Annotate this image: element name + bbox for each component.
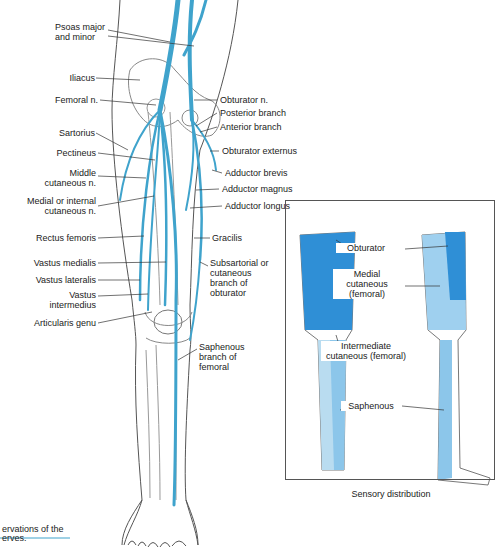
region-label: Obturator	[336, 243, 396, 253]
leader-line	[98, 280, 140, 281]
leg-outline	[112, 0, 142, 545]
leader-line	[190, 206, 222, 208]
inset-panel: ObturatorMedial cutaneous (femoral) Inter…	[285, 200, 495, 480]
femoral-nerve	[160, 0, 178, 110]
obturator-branch	[186, 120, 194, 210]
femoral-branch	[148, 110, 160, 310]
leader-line	[402, 406, 444, 410]
patella	[154, 310, 182, 334]
skin-area	[445, 232, 466, 300]
leader-line	[178, 349, 197, 360]
part-label: Saphenous branch of femoral	[199, 342, 259, 372]
leader-line	[98, 153, 155, 160]
leader-line	[212, 170, 222, 173]
toes	[128, 541, 186, 547]
saphenous-nerve	[160, 110, 176, 505]
skin-area	[422, 232, 466, 330]
part-label: Pectineus	[30, 148, 96, 158]
femoral-branch	[120, 110, 160, 200]
pelvis-bone	[129, 59, 221, 137]
part-label: Iliacus	[40, 73, 95, 83]
region-label: Medial cutaneous (femoral)	[333, 269, 401, 299]
leader-line	[405, 246, 448, 249]
part-label: Rectus femoris	[20, 233, 96, 243]
part-label: Sartorius	[30, 128, 95, 138]
part-label: Psoas major and minor	[55, 22, 110, 42]
leader-line	[100, 100, 156, 105]
leader-line	[200, 127, 217, 132]
leader-line	[196, 189, 219, 190]
leader-line	[194, 238, 210, 239]
part-label: Vastus lateralis	[10, 275, 96, 285]
part-label: Vastus intermedius	[40, 290, 96, 310]
leader-line	[98, 236, 144, 238]
leader-line	[405, 286, 440, 287]
leader-line	[196, 113, 217, 126]
foot-outline	[122, 500, 198, 545]
part-label: Articularis genu	[10, 318, 96, 328]
leader-line	[96, 78, 140, 80]
part-label: Medial or internal cutaneous n.	[10, 196, 96, 216]
part-label: Adductor magnus	[222, 184, 302, 194]
part-label: Adductor brevis	[225, 168, 305, 178]
part-label: Middle cutaneous n.	[30, 168, 96, 188]
skin-area	[438, 340, 452, 480]
part-label: Obturator n.	[220, 95, 300, 105]
leader-line	[210, 151, 219, 152]
part-label: erves.	[2, 533, 92, 543]
knee-joint	[145, 312, 192, 343]
part-label: Femoral n.	[30, 95, 98, 105]
panel-caption: Sensory distribution	[326, 489, 456, 499]
obturator-nerve	[190, 0, 192, 120]
part-label: Anterior branch	[220, 122, 300, 132]
leader-line	[98, 262, 166, 263]
sensory-map	[300, 232, 490, 485]
region-label: Intermediate cutaneous (femoral)	[321, 341, 411, 361]
part-label: Subsartorial or cutaneous branch of obtu…	[210, 258, 272, 298]
part-label: Posterior branch	[220, 108, 300, 118]
leader-line	[96, 133, 128, 150]
obturator-branch	[192, 120, 216, 170]
leader-line	[200, 262, 208, 266]
leader-line	[98, 294, 148, 296]
part-label: Vastus medialis	[10, 258, 96, 268]
region-label: Saphenous	[341, 401, 401, 411]
tibia-bone	[146, 345, 176, 500]
part-label: Obturator externus	[222, 146, 312, 156]
leader-line	[194, 100, 217, 101]
subsartorial-branch	[190, 260, 200, 340]
leader-line	[98, 176, 146, 178]
leader-line	[108, 30, 170, 42]
part-label: Adductor longus	[225, 201, 305, 211]
part-label: Gracilis	[212, 233, 272, 243]
leader-line	[98, 196, 154, 206]
leader-line	[98, 312, 152, 323]
inset-leg	[422, 232, 490, 485]
nerve-root	[184, 0, 206, 55]
part-label: ervations of the	[2, 524, 92, 534]
leader-line	[108, 36, 194, 46]
